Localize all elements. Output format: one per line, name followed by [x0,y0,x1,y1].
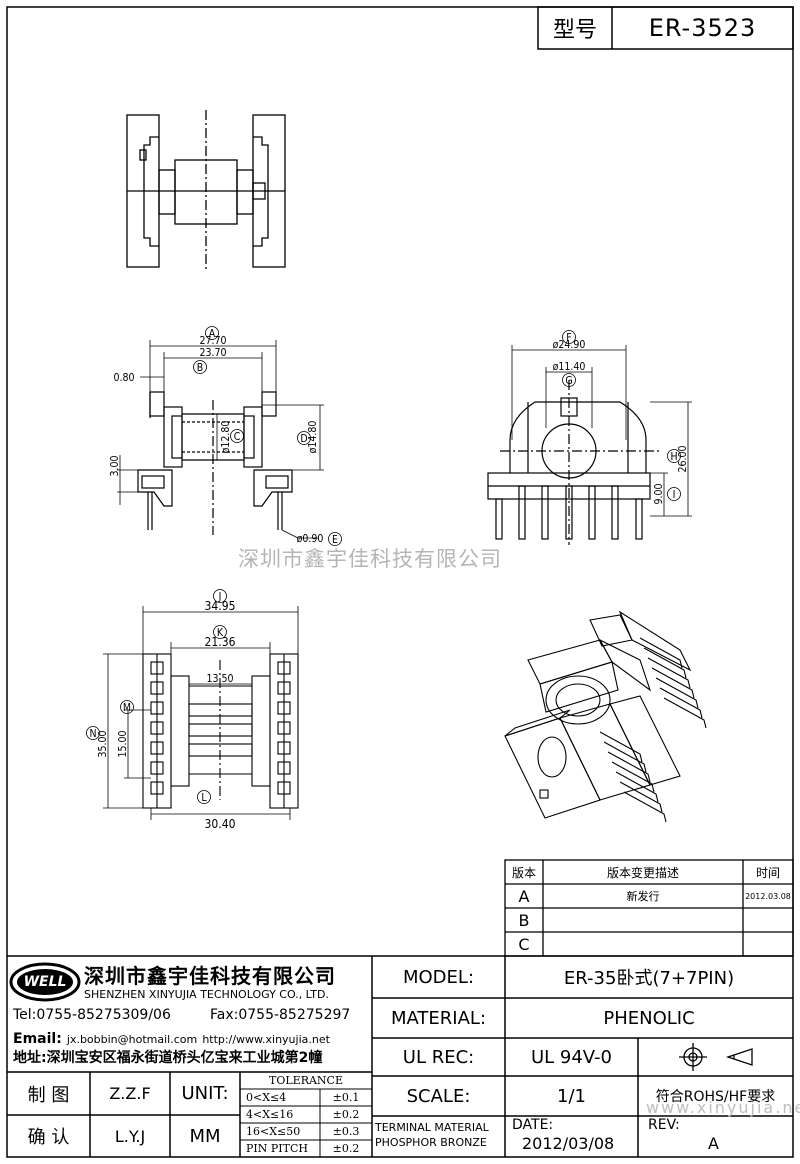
bottom-left-pins [150,661,164,795]
top-view [126,110,286,270]
terminal-material-line1: TERMINAL MATERIAL [375,1121,489,1134]
terminal-material-line2: PHOSPHOR BRONZE [375,1136,487,1149]
projection-symbol [679,1043,753,1071]
company-tel: Tel:0755-85275309/06 [13,1007,171,1023]
company-name-cn: 深圳市鑫宇佳科技有限公司 [84,964,336,988]
title-block-grid [7,955,793,1157]
watermark-corner: www.xinyujia.net [646,1098,800,1117]
rev-row-c-version: C [518,934,530,954]
check-value: L.Y.J [114,1126,146,1146]
part-number: ER-3523 [648,14,757,42]
rev-header-time: 时间 [755,865,780,880]
rev-header-description: 版本变更描述 [606,865,679,880]
logo-text: WELL [23,974,67,990]
model-label: MODEL: [402,966,475,988]
rev-row-a-time: 2012.03.08 [745,891,791,901]
isometric-view [504,610,707,823]
side-view [137,391,293,535]
front-pins [495,485,643,540]
watermark-center: 深圳市鑫宇佳科技有限公司 [238,547,502,571]
company-address: 地址:深圳宝安区福永街道桥头亿宝来工业城第2幢 [13,1050,323,1066]
company-email-row: Email: jx.bobbin@hotmail.com http://www.… [13,1028,330,1047]
unit-label: UNIT: [181,1083,229,1104]
tolerance-value-1: ±0.1 [332,1091,360,1104]
email-label: Email: [13,1031,62,1047]
scale-label: SCALE: [406,1085,471,1107]
rev-row-b-version: B [518,910,530,930]
ul-label: UL REC: [402,1046,475,1068]
isometric-pins-upper [639,637,707,729]
company-name-en: SHENZHEN XINYUJIA TECHNOLOGY CO., LTD. [84,988,329,1001]
drawn-label: 制 图 [27,1084,70,1106]
tolerance-value-4: ±0.2 [332,1142,360,1155]
model-label-header: 型号 [552,18,597,43]
tolerance-value-3: ±0.3 [332,1125,360,1138]
website-link[interactable]: http://www.xinyujia.net [202,1033,330,1046]
tolerance-range-1: 0<X≤4 [246,1091,287,1104]
rohs-compliance: 符合ROHS/HF要求 [655,1089,776,1105]
rev-row-a-description: 新发行 [626,890,660,903]
date-value: 2012/03/08 [522,1134,615,1153]
tolerance-value-2: ±0.2 [332,1108,360,1121]
unit-value: MM [189,1125,221,1147]
email-address[interactable]: jx.bobbin@hotmail.com [66,1033,198,1046]
side-view-dimensions [117,326,342,546]
rev-label: REV: [648,1117,680,1133]
model-value: ER-35卧式(7+7PIN) [563,968,735,989]
ul-value: UL 94V-0 [530,1046,613,1068]
rev-row-a-version: A [518,886,530,906]
tolerance-grid [240,1088,372,1157]
material-label: MATERIAL: [390,1007,487,1029]
tolerance-range-3: 16<X≤50 [246,1125,301,1138]
bottom-right-pins [277,661,291,795]
isometric-pins-lower [599,731,667,823]
company-fax: Fax:0755-85275297 [210,1007,351,1023]
tolerance-range-2: 4<X≤16 [246,1108,294,1121]
tolerance-title: TOLERANCE [269,1074,343,1087]
date-label: DATE: [512,1117,554,1133]
bottom-view [142,653,299,809]
scale-value: 1/1 [557,1085,586,1107]
front-view-dimensions [511,330,692,517]
rev-header-version: 版本 [511,865,536,880]
front-view [487,380,660,545]
rev-value: A [708,1134,719,1153]
drawn-value: Z.Z.F [109,1084,151,1103]
material-value: PHENOLIC [603,1007,695,1029]
company-logo [9,962,81,1002]
bottom-view-dimensions [86,589,299,820]
tolerance-range-4: PIN PITCH [246,1142,308,1155]
check-label: 确 认 [27,1127,70,1148]
